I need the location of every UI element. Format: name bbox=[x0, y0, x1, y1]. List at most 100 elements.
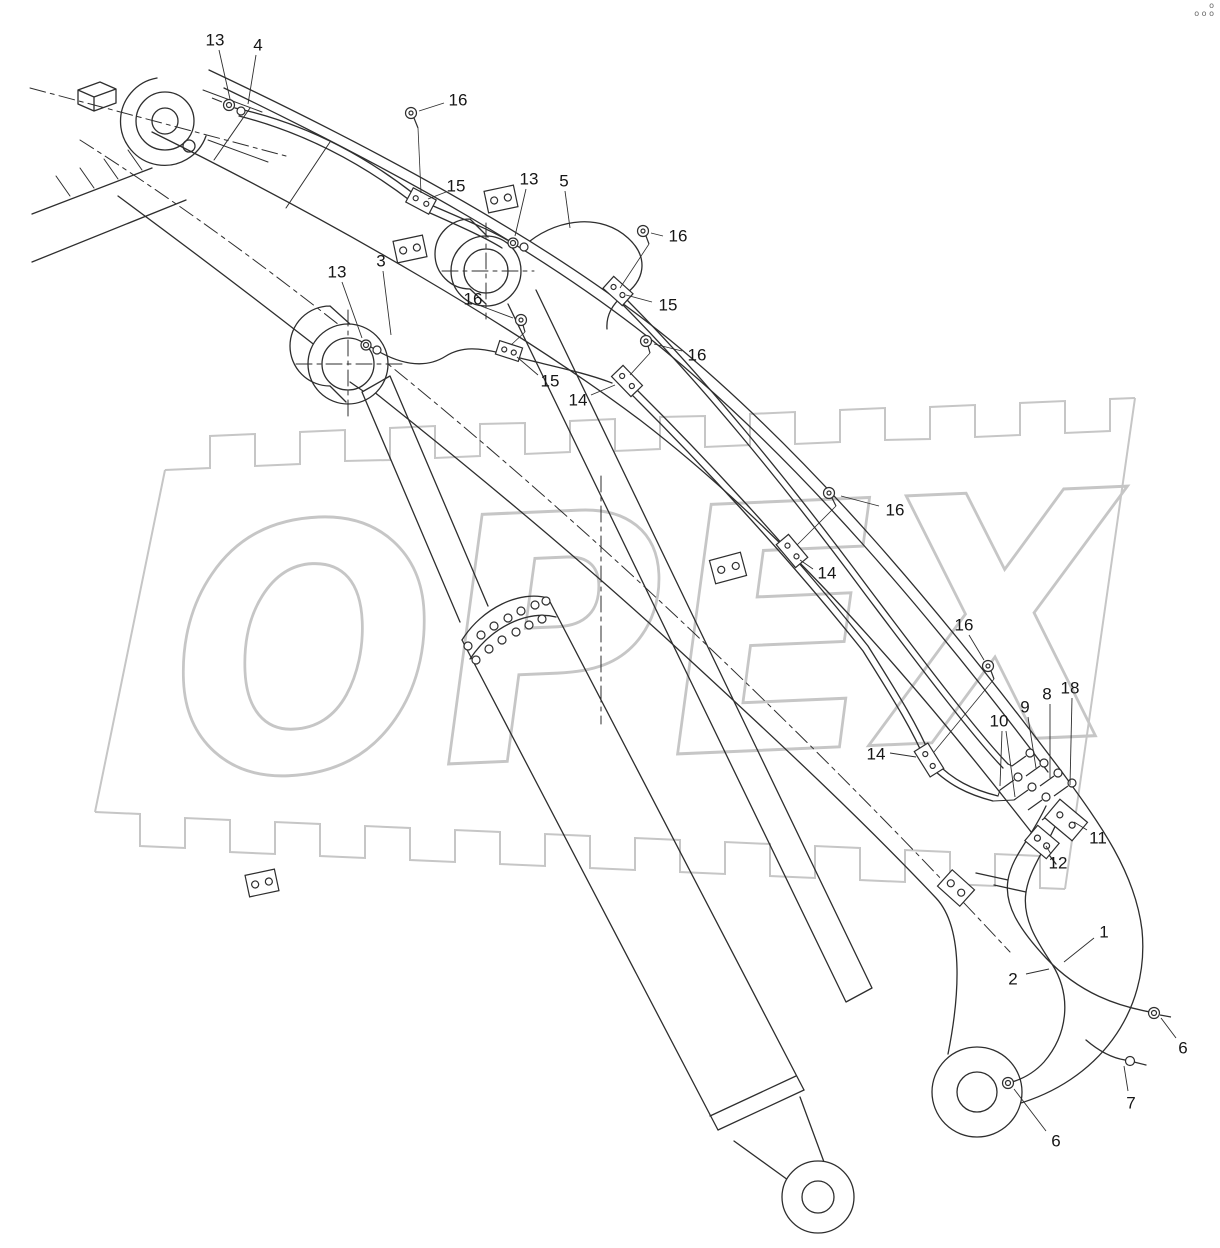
fitting-13-top-part bbox=[211, 97, 223, 103]
callout-leader-15 bbox=[427, 191, 447, 200]
manifold-block-11-part bbox=[1056, 811, 1064, 819]
bolt-16-c-part bbox=[522, 324, 526, 333]
pipe-1-down bbox=[1006, 805, 1151, 1013]
plate-e bbox=[936, 868, 976, 908]
plate-b-part bbox=[490, 196, 499, 205]
cylinder-eye bbox=[781, 1160, 855, 1234]
clamp-14-a-part bbox=[619, 372, 626, 380]
callout-label-13: 13 bbox=[328, 263, 347, 282]
callout-leader-13 bbox=[218, 49, 231, 100]
boom-structure bbox=[79, 69, 1144, 1106]
boss-right-part bbox=[434, 218, 489, 305]
gland-bolts-part bbox=[537, 614, 547, 624]
callout-leader-16 bbox=[418, 102, 445, 112]
machine-body-edge-part bbox=[31, 199, 187, 263]
callout-leader-18 bbox=[1069, 697, 1073, 786]
callout-leader-9 bbox=[1027, 716, 1037, 769]
bolts bbox=[404, 106, 995, 753]
plate-b-part bbox=[503, 193, 512, 202]
bolt-16-b bbox=[619, 224, 650, 289]
fitting-13-top-part bbox=[225, 101, 233, 109]
bolt-16-b-part bbox=[619, 243, 650, 289]
fitting-6-right bbox=[1147, 1006, 1172, 1020]
clamp-14-c bbox=[913, 742, 945, 778]
plate-a-part bbox=[399, 246, 408, 255]
manifold-fittings-row-upper-part bbox=[1011, 755, 1069, 797]
clamp-15-b-part bbox=[619, 291, 626, 299]
plate-d-part bbox=[244, 868, 280, 898]
manifold-fittings-row-upper-part bbox=[1039, 758, 1049, 768]
callout-leader-15 bbox=[625, 294, 653, 303]
manifold-fittings-row-lower-part bbox=[999, 779, 1057, 821]
fittings bbox=[211, 97, 1172, 1090]
boom-foot-part bbox=[119, 77, 207, 167]
fitting-7-part bbox=[1124, 1055, 1136, 1067]
plate-e-part bbox=[957, 888, 966, 897]
plate-d-part bbox=[251, 880, 260, 889]
clamp-14-b bbox=[775, 533, 809, 569]
mount-bracket bbox=[77, 81, 117, 112]
gland-bolts-part bbox=[471, 655, 481, 665]
boom-foot-part bbox=[182, 139, 196, 153]
callout-leader-13 bbox=[514, 188, 527, 237]
clamp-15-c-part bbox=[501, 346, 508, 353]
gland-bolts-part bbox=[541, 596, 551, 606]
callout-label-6: 6 bbox=[1051, 1132, 1060, 1151]
boom-nose-part bbox=[956, 1071, 998, 1113]
clamp-14-b-part bbox=[784, 542, 791, 549]
boom-foot-part bbox=[151, 107, 179, 135]
bolt-16-b-part bbox=[640, 228, 646, 234]
plate-d bbox=[244, 868, 280, 898]
watermark-gear-bottom-teeth bbox=[94, 811, 1066, 890]
boom-side-edge bbox=[151, 131, 1057, 865]
pipe-run-2 bbox=[615, 297, 1004, 769]
fitting-13-top-part bbox=[236, 106, 246, 116]
fitting-7 bbox=[1124, 1055, 1136, 1067]
callout-leader-16 bbox=[968, 634, 985, 661]
callout-label-16: 16 bbox=[464, 290, 483, 309]
clamp-14-a-part bbox=[610, 364, 644, 398]
piping-part bbox=[992, 763, 1015, 802]
bolt-16-e bbox=[796, 486, 837, 546]
boom-top-edge bbox=[208, 69, 1144, 1106]
callout-leader-6 bbox=[1160, 1017, 1177, 1039]
callout-label-4: 4 bbox=[253, 36, 262, 55]
clamp-14-c-part bbox=[922, 750, 929, 758]
bolt-16-a-part bbox=[413, 117, 419, 129]
callout-label-2: 2 bbox=[1008, 970, 1017, 989]
callout-label-13: 13 bbox=[520, 170, 539, 189]
callout-leader-16 bbox=[653, 343, 683, 352]
plate-a bbox=[392, 234, 428, 264]
fitting-6-bottom-part bbox=[1004, 1079, 1012, 1087]
bolt-16-e-part bbox=[826, 490, 832, 496]
watermark-text: OPEX bbox=[163, 419, 1142, 857]
gland-bolts-part bbox=[484, 644, 494, 654]
callout-label-14: 14 bbox=[569, 391, 588, 410]
bolt-16-e-part bbox=[831, 497, 837, 507]
cylinder-clevis bbox=[733, 1096, 825, 1181]
bolt-16-b-part bbox=[645, 235, 650, 245]
clamp-15-a bbox=[404, 187, 438, 215]
fitting-6-right-part bbox=[1150, 1009, 1158, 1017]
callout-leader-11 bbox=[1073, 821, 1088, 831]
boss-right bbox=[434, 218, 535, 320]
hydraulic-cylinder-part bbox=[801, 1180, 835, 1214]
fitting-6-right-part bbox=[1159, 1014, 1172, 1018]
bolt-16-e-part bbox=[796, 505, 837, 546]
callout-leader-14 bbox=[799, 559, 814, 570]
clamp-14-a bbox=[610, 364, 644, 398]
clamp-15-a-part bbox=[404, 187, 438, 215]
callout-label-16: 16 bbox=[449, 91, 468, 110]
callout-leader-16 bbox=[650, 232, 664, 237]
cylinder-gland bbox=[461, 595, 557, 660]
manifold-fittings-row-upper-part bbox=[1067, 778, 1077, 788]
clamp-14-c-part bbox=[929, 762, 936, 770]
callout-label-16: 16 bbox=[688, 346, 707, 365]
bolt-16-a-part bbox=[408, 110, 414, 116]
plate-e-part bbox=[936, 868, 976, 908]
boss-left bbox=[289, 305, 405, 419]
clamp-15-b-part bbox=[602, 275, 634, 307]
fitting-13-boss-part bbox=[372, 345, 382, 355]
bolt-16-d-part bbox=[643, 338, 649, 344]
